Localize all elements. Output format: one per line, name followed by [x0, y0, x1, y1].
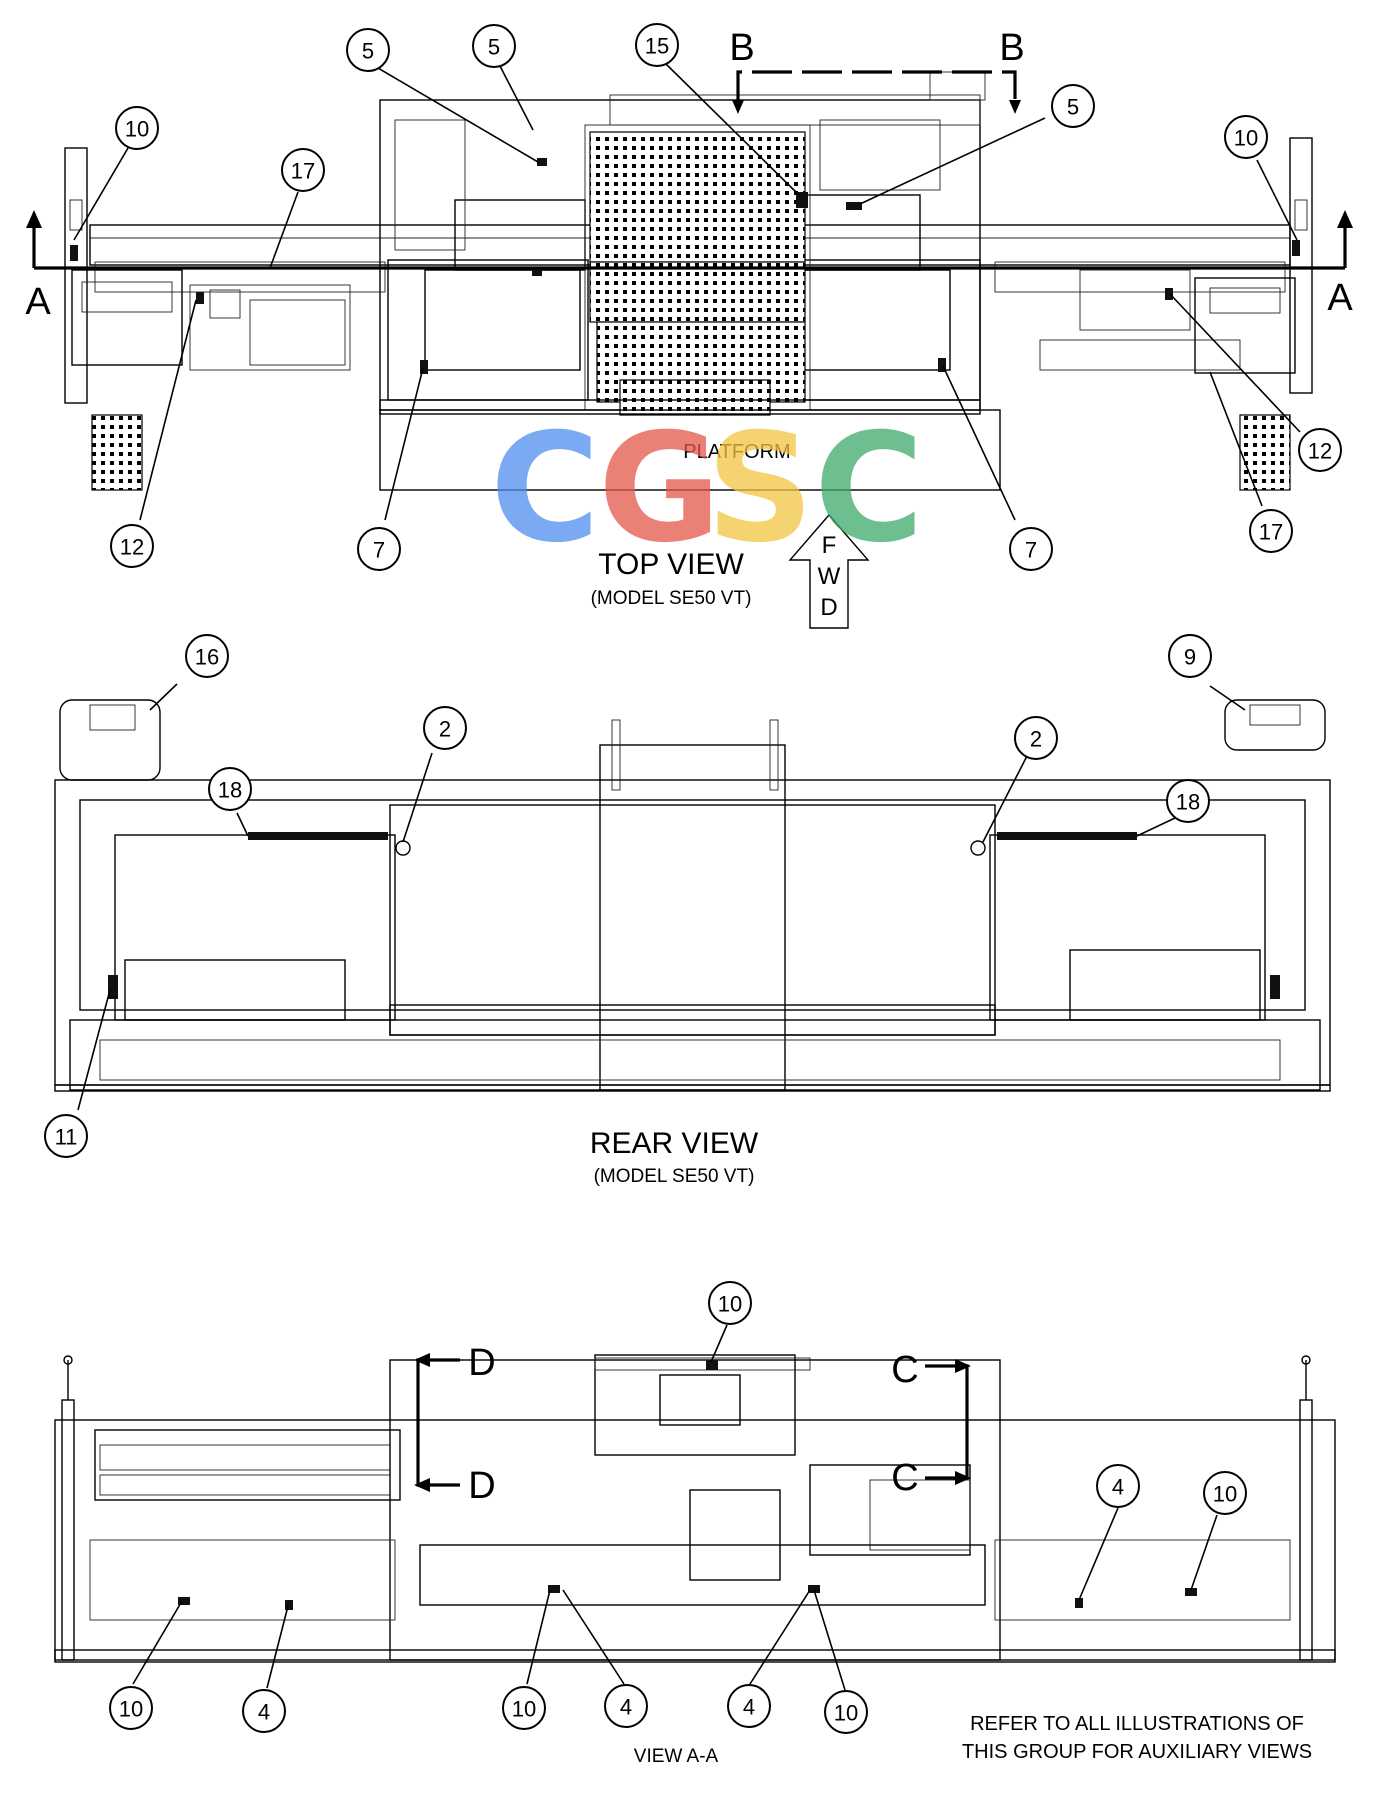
callout-balloon[interactable]: 4 [604, 1684, 648, 1728]
callout-balloon[interactable]: 4 [727, 1684, 771, 1728]
callout-balloon[interactable]: 10 [824, 1690, 868, 1734]
callout-number: 10 [1234, 126, 1258, 151]
callout-balloon[interactable]: 15 [635, 23, 679, 67]
callout-balloon[interactable]: 10 [109, 1686, 153, 1730]
callout-number: 11 [55, 1125, 78, 1150]
section-marker-c-bottom: C [891, 1457, 918, 1499]
callout-number: 7 [373, 538, 385, 563]
auxiliary-views-note-line1: REFER TO ALL ILLUSTRATIONS OF [970, 1713, 1304, 1735]
callout-balloon[interactable]: 17 [1249, 509, 1293, 553]
rear-view-title: REAR VIEW [590, 1127, 759, 1160]
callout-leader-lines [73, 63, 1301, 1691]
callout-balloon[interactable]: 12 [1298, 428, 1342, 472]
callout-number: 5 [362, 39, 374, 64]
section-view-title: VIEW A-A [634, 1746, 719, 1767]
section-marker-c-top: C [891, 1349, 918, 1391]
callout-balloon[interactable]: 2 [423, 706, 467, 750]
callout-number: 18 [1176, 790, 1200, 815]
callout-number: 17 [291, 159, 315, 184]
callout-balloon[interactable]: 10 [502, 1686, 546, 1730]
callout-balloon[interactable]: 7 [357, 527, 401, 571]
callout-balloon[interactable]: 10 [708, 1281, 752, 1325]
callout-number: 10 [125, 117, 149, 142]
section-view-drawing [54, 1353, 1336, 1663]
section-marker-a-right: A [1327, 277, 1353, 319]
callout-number: 5 [1067, 95, 1079, 120]
callout-number: 10 [119, 1697, 143, 1722]
cgsc-watermark: C G S C [490, 402, 924, 576]
callout-balloon[interactable]: 9 [1168, 634, 1212, 678]
top-view-drawing [26, 70, 1353, 491]
section-marker-a-left: A [25, 281, 51, 323]
callout-number: 10 [718, 1292, 742, 1317]
forward-arrow-icon: F W D [788, 513, 870, 629]
callout-balloon[interactable]: 5 [472, 24, 516, 68]
top-view-subtitle: (MODEL SE50 VT) [591, 588, 752, 609]
fwd-letter-d: D [820, 594, 837, 621]
watermark-letter-2: G [598, 402, 721, 576]
callout-balloon[interactable]: 18 [208, 767, 252, 811]
fwd-letter-w: W [818, 563, 841, 590]
callout-number: 17 [1259, 520, 1283, 545]
callout-number: 10 [1213, 1482, 1237, 1507]
callout-number: 16 [195, 645, 219, 670]
platform-label: PLATFORM [683, 441, 790, 463]
callout-balloon[interactable]: 11 [44, 1114, 88, 1158]
watermark-letter-1: C [490, 402, 600, 576]
callout-balloon[interactable]: 16 [185, 634, 229, 678]
callout-number: 4 [620, 1695, 632, 1720]
callout-number: 18 [218, 778, 242, 803]
section-marker-b-left: B [729, 27, 754, 69]
watermark-letter-4: C [814, 402, 924, 576]
callout-balloon[interactable]: 4 [1096, 1464, 1140, 1508]
section-marker-b-right: B [999, 27, 1024, 69]
rear-view-drawing [54, 699, 1331, 1092]
callout-number: 15 [645, 34, 669, 59]
callout-balloon[interactable]: 10 [1203, 1471, 1247, 1515]
callout-balloon[interactable]: 4 [242, 1689, 286, 1733]
auxiliary-views-note-line2: THIS GROUP FOR AUXILIARY VIEWS [962, 1741, 1312, 1763]
rear-view-subtitle: (MODEL SE50 VT) [594, 1166, 755, 1187]
callout-number: 12 [1308, 439, 1332, 464]
callout-number: 5 [488, 35, 500, 60]
callout-balloon[interactable]: 12 [110, 524, 154, 568]
callout-number: 12 [120, 535, 144, 560]
section-marker-d-top: D [468, 1342, 495, 1384]
callout-balloon[interactable]: 7 [1009, 527, 1053, 571]
callout-balloons: 5 5 15 5 10 17 10 12 12 17 7 7 16 9 2 2 … [44, 23, 1342, 1734]
callout-number: 7 [1025, 538, 1037, 563]
callout-number: 9 [1184, 645, 1196, 670]
callout-number: 4 [743, 1695, 755, 1720]
callout-balloon[interactable]: 17 [281, 148, 325, 192]
fwd-letter-f: F [822, 532, 837, 559]
callout-balloon[interactable]: 10 [1224, 115, 1268, 159]
callout-number: 4 [1112, 1475, 1124, 1500]
callout-number: 10 [834, 1701, 858, 1726]
top-view-title: TOP VIEW [598, 548, 744, 581]
callout-balloon[interactable]: 5 [1051, 84, 1095, 128]
callout-balloon[interactable]: 2 [1014, 716, 1058, 760]
callout-number: 2 [1030, 727, 1042, 752]
callout-balloon[interactable]: 5 [346, 28, 390, 72]
callout-number: 2 [439, 717, 451, 742]
callout-balloon[interactable]: 18 [1166, 779, 1210, 823]
callout-number: 10 [512, 1697, 536, 1722]
section-marker-d-bottom: D [468, 1465, 495, 1507]
callout-number: 4 [258, 1700, 270, 1725]
callout-balloon[interactable]: 10 [115, 106, 159, 150]
watermark-letter-3: S [706, 402, 814, 576]
